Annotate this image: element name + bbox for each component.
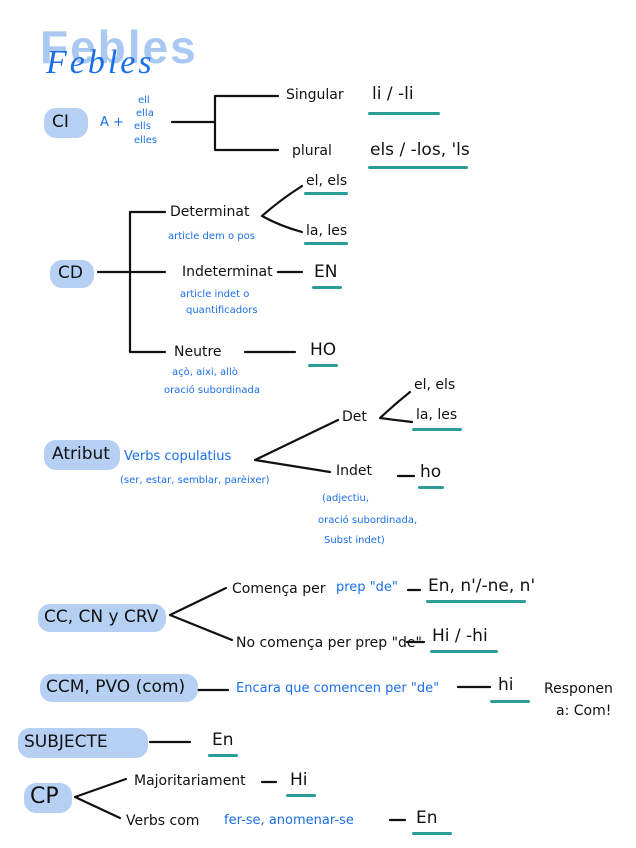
- cd-indeterminat-note: article indet o: [180, 289, 250, 300]
- atribut-det-masc: el, els: [414, 377, 456, 393]
- atribut-det-label: Det: [342, 409, 367, 425]
- cc-starts-de-underline: [426, 600, 526, 603]
- atribut-indet-note: oració subordinada,: [318, 515, 418, 526]
- subjecte-underline: [208, 754, 238, 757]
- atribut-indet-label: Indet: [336, 463, 372, 479]
- ci-plural-value: els / -los, 'ls: [370, 140, 470, 160]
- ci-pronoun: ell: [138, 95, 150, 106]
- cd-indeterminat-underline: [312, 286, 342, 289]
- atribut-indet-note: Subst indet): [324, 535, 385, 546]
- cd-neutre-label: Neutre: [174, 344, 222, 360]
- ci-connector: [170, 94, 280, 152]
- cd-determinat-fork: [260, 184, 304, 234]
- cc-label: CC, CN y CRV: [44, 607, 159, 627]
- cp-majority-value: Hi: [290, 770, 308, 790]
- atribut-indet-underline: [418, 486, 444, 489]
- ci-singular-underline: [368, 112, 440, 115]
- cd-determinat-masc-underline: [304, 192, 348, 195]
- cd-determinat-fem-underline: [304, 242, 348, 245]
- cp-majority: Majoritariament: [134, 773, 246, 789]
- cd-determinat-masc: el, els: [306, 173, 348, 189]
- ci-highlight: [44, 108, 88, 138]
- subjecte-highlight: [18, 728, 148, 758]
- cd-indeterminat-label: Indeterminat: [182, 264, 273, 280]
- cd-determinat-note: article dem o pos: [168, 231, 255, 242]
- cd-highlight: [50, 260, 94, 288]
- cp-highlight: [24, 783, 72, 813]
- ccm-answer: a: Com!: [556, 703, 612, 719]
- atribut-det-fork: [378, 390, 414, 424]
- atribut-indet-note: (adjectiu,: [322, 493, 370, 504]
- ccm-value: hi: [498, 675, 514, 695]
- title-highlight: Febles: [40, 21, 198, 73]
- atribut-label: Atribut: [52, 444, 110, 464]
- ccm-highlight: [40, 674, 198, 702]
- atribut-highlight: [44, 440, 120, 470]
- cc-not-starts-de-value: Hi / -hi: [432, 626, 488, 646]
- ci-pronoun: ella: [136, 108, 154, 119]
- cc-starts-de: Comença per: [232, 581, 326, 597]
- cc-not-starts-de-underline: [430, 650, 498, 653]
- cd-determinat-label: Determinat: [170, 204, 250, 220]
- cc-fork: [168, 586, 234, 642]
- ccm-note: Encara que comencen per "de": [236, 681, 440, 696]
- cd-connector: [96, 210, 167, 354]
- ccm-underline: [490, 700, 530, 703]
- page-title: Febles: [46, 44, 155, 81]
- cd-neutre-underline: [308, 364, 338, 367]
- cc-not-starts-de: No comença per prep "de": [236, 635, 422, 651]
- cc-starts-de-value: En, n'/-ne, n': [428, 576, 536, 596]
- cc-starts-de-prep: prep "de": [336, 580, 398, 595]
- atribut-det-fem-underline: [412, 428, 462, 431]
- cp-majority-underline: [286, 794, 316, 797]
- atribut-fork: [253, 418, 340, 474]
- cc-highlight: [38, 604, 166, 632]
- atribut-indet-value: ho: [420, 462, 442, 482]
- cp-verbs-prefix: Verbs com: [126, 813, 200, 829]
- atribut-verbs-label: Verbs copulatius: [124, 449, 232, 464]
- cd-neutre-value: HO: [310, 340, 337, 360]
- ci-singular-value: li / -li: [372, 84, 414, 104]
- cd-indeterminat-note: quantificadors: [186, 305, 258, 316]
- cd-neutre-note: açò, aixi, allò: [172, 367, 238, 378]
- ccm-answer: Responen: [544, 681, 613, 697]
- ci-singular-label: Singular: [286, 87, 344, 103]
- ci-pronoun: elles: [134, 135, 158, 146]
- cp-label: CP: [30, 784, 59, 809]
- cp-verbs-examples: fer-se, anomenar-se: [224, 813, 354, 828]
- cd-indeterminat-value: EN: [314, 262, 338, 282]
- ci-label: CI: [52, 112, 69, 132]
- subjecte-label: SUBJECTE: [24, 732, 108, 752]
- ci-plural-label: plural: [292, 143, 332, 159]
- cd-determinat-fem: la, les: [306, 223, 348, 239]
- cp-verbs-value: En: [416, 808, 438, 828]
- ci-prefix: A +: [100, 115, 124, 130]
- ci-plural-underline: [368, 166, 468, 169]
- subjecte-value: En: [212, 730, 234, 750]
- cp-verbs-underline: [412, 832, 452, 835]
- cd-neutre-note: oració subordinada: [164, 385, 260, 396]
- ccm-label: CCM, PVO (com): [46, 677, 186, 697]
- atribut-verbs-list: (ser, estar, semblar, parèixer): [120, 475, 270, 486]
- cd-label: CD: [58, 263, 83, 283]
- cp-fork: [73, 777, 128, 820]
- ci-pronoun: ells: [134, 121, 151, 132]
- atribut-det-fem: la, les: [416, 407, 458, 423]
